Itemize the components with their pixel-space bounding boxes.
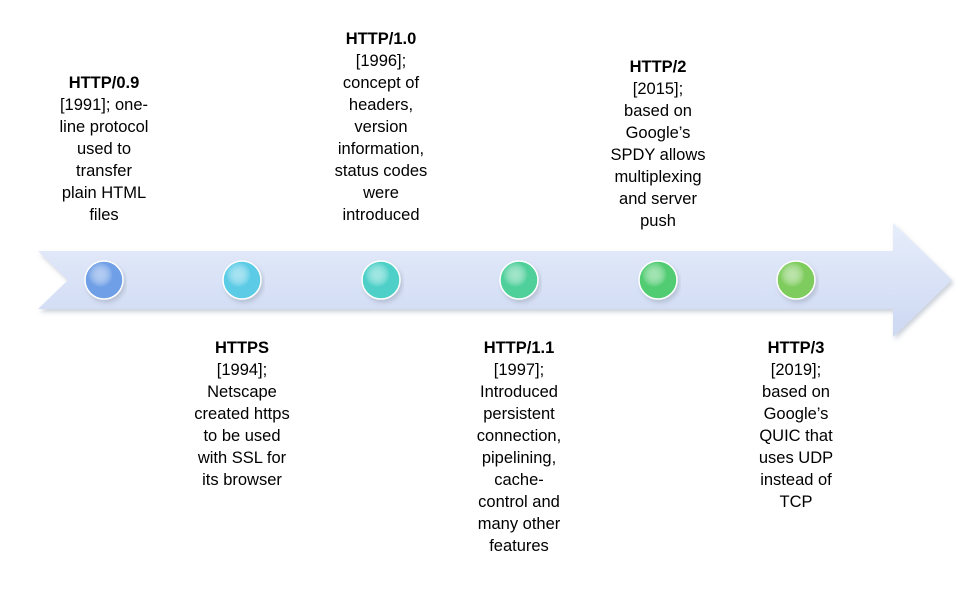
milestone-dot-highlight <box>778 262 814 298</box>
milestone-dot-highlight <box>501 262 537 298</box>
milestone-title: HTTP/3 <box>767 339 825 357</box>
milestone-description: [2019]; based on Google’s QUIC that uses… <box>758 361 834 511</box>
milestone-label: HTTP/1.0 [1996]; concept of headers, vers… <box>306 28 456 226</box>
milestone-label: HTTP/3 [2019]; based on Google’s QUIC tha… <box>721 337 871 513</box>
milestone-title: HTTP/2 <box>629 58 687 76</box>
milestone-label: HTTPS [1994]; Netscape created https to b… <box>167 337 317 491</box>
milestone-dot-highlight <box>363 262 399 298</box>
milestone-dot-highlight <box>640 262 676 298</box>
milestone-description: [1991]; one- line protocol used to trans… <box>59 96 149 224</box>
milestone-title: HTTP/1.1 <box>483 339 555 357</box>
milestone-description: [1994]; Netscape created https to be use… <box>194 361 290 489</box>
milestone-label: HTTP/2 [2015]; based on Google’s SPDY all… <box>583 56 733 232</box>
milestone-title: HTTPS <box>214 339 270 357</box>
milestone-dot-highlight <box>86 262 122 298</box>
milestone-label: HTTP/1.1 [1997]; Introduced persistent co… <box>444 337 594 557</box>
milestone-description: [1996]; concept of headers, version info… <box>334 52 428 224</box>
milestone-description: [1997]; Introduced persistent connection… <box>476 361 562 555</box>
milestone-description: [2015]; based on Google’s SPDY allows mu… <box>610 80 706 230</box>
milestone-title: HTTP/1.0 <box>345 30 417 48</box>
milestone-dot-highlight <box>224 262 260 298</box>
timeline-arrow <box>38 223 952 337</box>
milestone-label: HTTP/0.9 [1991]; one- line protocol used … <box>29 72 179 226</box>
milestone-title: HTTP/0.9 <box>68 74 140 92</box>
